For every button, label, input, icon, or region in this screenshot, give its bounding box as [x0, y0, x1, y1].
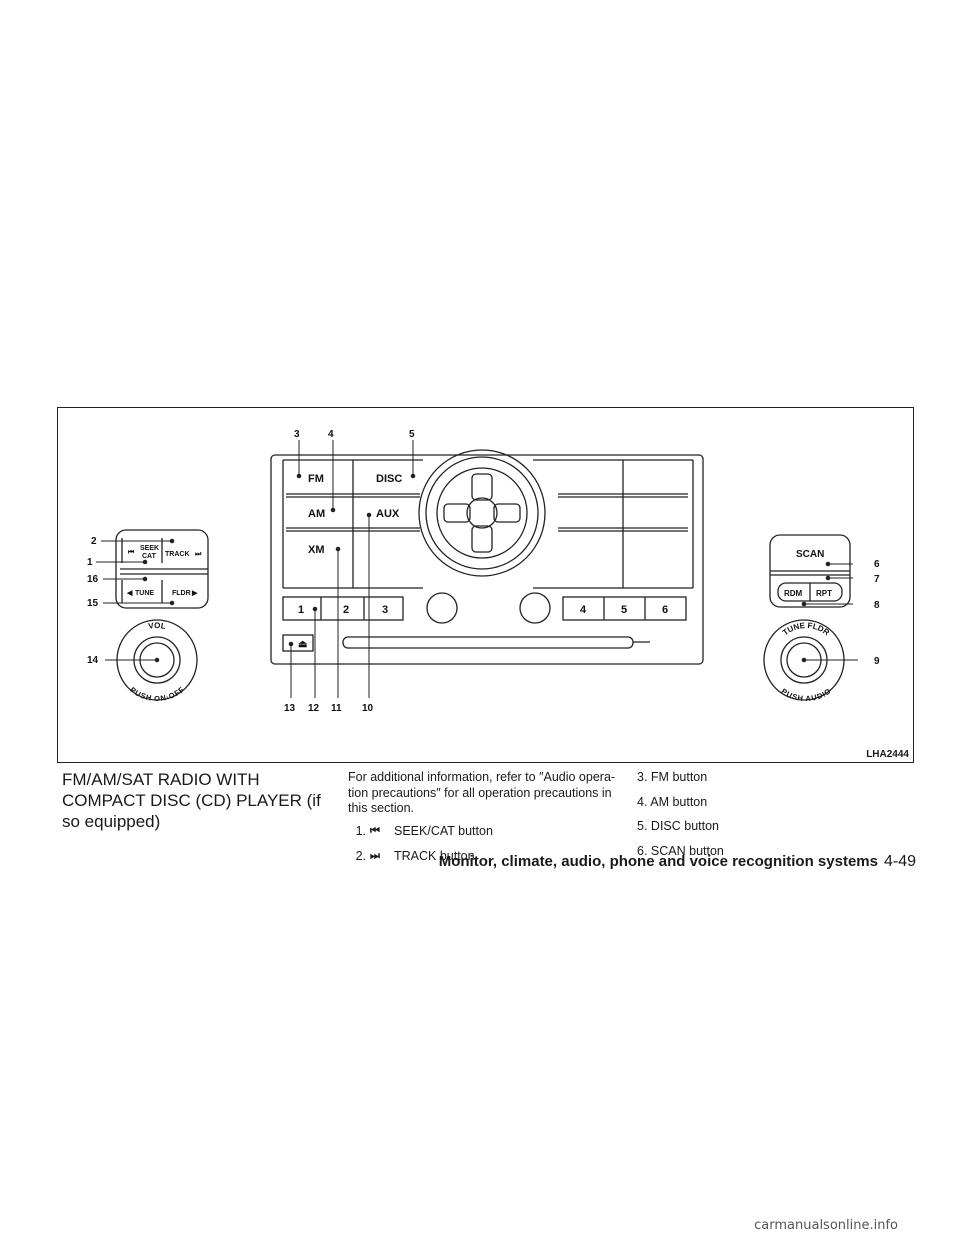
callout-leaders — [96, 440, 858, 698]
list-item: 4. AM button — [637, 795, 837, 811]
eject-icon: ⏏ — [298, 639, 308, 650]
tune-label: TUNE — [135, 590, 154, 597]
item-label: SEEK/CAT button — [394, 823, 493, 838]
item-label: TRACK button — [394, 849, 475, 863]
intro-text: For additional information, refer to ″Au… — [348, 770, 616, 815]
item-label: FM button — [650, 770, 708, 784]
callout-5: 5 — [409, 429, 415, 440]
callout-1: 1 — [87, 557, 93, 568]
page-footer: Monitor, climate, audio, phone and voice… — [439, 853, 916, 871]
item-number: 1. — [355, 823, 366, 838]
tune-left-icon: ◀ — [126, 590, 133, 597]
svg-text:VOL: VOL — [148, 621, 167, 631]
aux-label: AUX — [376, 508, 400, 520]
push-audio-label: PUSH AUDIO — [780, 687, 833, 703]
watermark[interactable]: carmanualsonline.info — [754, 1218, 898, 1233]
item-label: AM button — [650, 794, 708, 809]
right-control-panel — [763, 534, 851, 701]
callout-11: 11 — [331, 703, 342, 714]
page-number: 4-49 — [883, 853, 916, 870]
am-label: AM — [308, 508, 325, 520]
xm-label: XM — [308, 544, 325, 556]
fm-label: FM — [308, 473, 324, 485]
radio-diagram: ⏮ SEEK CAT TRACK ⏭ ◀ TUNE FLDR ▶ VOL PUS… — [87, 429, 880, 714]
item-number: 6. — [637, 843, 648, 858]
item-label: SCAN button — [650, 843, 724, 858]
section-title: FM/AM/SAT RADIO WITH COMPACT DISC (CD) P… — [62, 770, 321, 831]
column-right: 3. FM button 4. AM button 5. DISC button… — [637, 770, 837, 868]
item-label: DISC button — [650, 819, 720, 833]
seek-back-icon: ⏮ — [128, 549, 135, 556]
disc-label: DISC — [376, 473, 402, 485]
seek-back-icon: ⏮ — [370, 824, 380, 837]
fldr-right-icon: ▶ — [191, 590, 198, 597]
callout-4: 4 — [328, 429, 334, 440]
preset-1: 1 — [298, 604, 304, 616]
track-label: TRACK — [165, 551, 190, 558]
cat-label: CAT — [142, 553, 157, 560]
radio-figure: ⏮ SEEK CAT TRACK ⏭ ◀ TUNE FLDR ▶ VOL PUS… — [57, 407, 914, 763]
callout-2: 2 — [91, 536, 97, 547]
item-number: 3. — [637, 770, 648, 784]
list-item: 5. DISC button — [637, 819, 837, 835]
vol-label: VOL — [148, 621, 167, 631]
callout-7: 7 — [874, 574, 880, 585]
center-head-unit — [270, 449, 704, 665]
callout-13: 13 — [284, 703, 296, 714]
callout-9: 9 — [874, 656, 880, 667]
item-number: 4. — [637, 794, 648, 809]
callout-16: 16 — [87, 574, 99, 585]
callout-15: 15 — [87, 598, 99, 609]
preset-6: 6 — [662, 604, 668, 616]
rpt-label: RPT — [816, 589, 832, 598]
preset-2: 2 — [343, 604, 349, 616]
track-forward-icon: ⏭ — [195, 551, 202, 558]
list-item: 6. SCAN button — [637, 844, 837, 860]
rdm-label: RDM — [784, 589, 803, 598]
callout-10: 10 — [362, 703, 374, 714]
preset-3: 3 — [382, 604, 388, 616]
callout-6: 6 — [874, 559, 880, 570]
track-forward-icon: ⏭ — [370, 850, 380, 862]
list-item: 1. ⏮ SEEK/CAT button — [348, 824, 623, 840]
preset-5: 5 — [621, 604, 627, 616]
callout-14: 14 — [87, 655, 99, 666]
figure-id: LHA2444 — [866, 749, 909, 760]
list-item: 2. ⏭ TRACK button — [348, 849, 623, 865]
callout-12: 12 — [308, 703, 320, 714]
chapter-title: Monitor, climate, audio, phone and voice… — [438, 853, 878, 870]
item-number: 5. — [637, 819, 648, 833]
left-control-panel — [115, 529, 209, 609]
callout-3: 3 — [294, 429, 300, 440]
svg-text:PUSH AUDIO: PUSH AUDIO — [780, 687, 833, 703]
preset-4: 4 — [580, 604, 587, 616]
column-middle: For additional information, refer to ″Au… — [348, 770, 623, 875]
callout-8: 8 — [874, 600, 880, 611]
svg-text:PUSH ON·OFF: PUSH ON·OFF — [128, 685, 186, 703]
scan-label: SCAN — [796, 549, 824, 560]
fldr-label: FLDR — [172, 590, 191, 597]
seek-label: SEEK — [140, 545, 159, 552]
list-item: 3. FM button — [637, 770, 837, 786]
item-number: 2. — [355, 849, 366, 863]
push-on-off-label: PUSH ON·OFF — [128, 685, 186, 703]
